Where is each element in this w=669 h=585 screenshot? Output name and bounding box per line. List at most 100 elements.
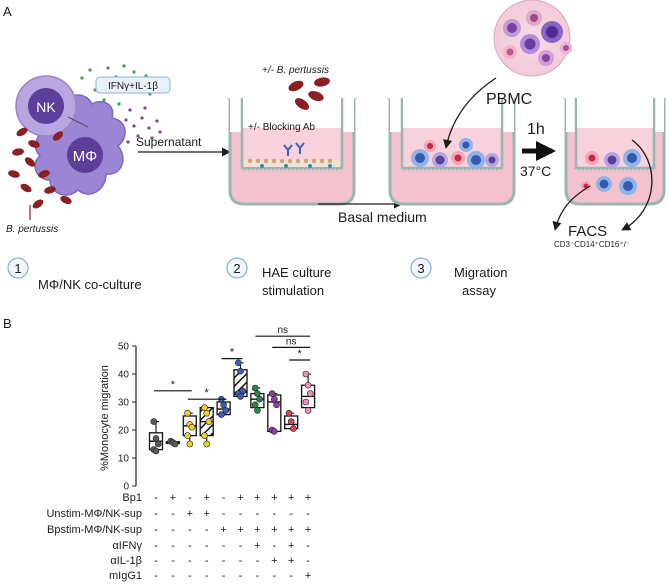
data-point xyxy=(290,425,297,432)
step-number: 3 xyxy=(417,261,424,276)
condition-value: - xyxy=(272,570,276,582)
condition-label: αIFNγ xyxy=(112,540,142,552)
step-1: 1 MΦ/NK co-culture xyxy=(7,257,142,292)
condition-value: - xyxy=(289,508,293,520)
condition-label: Bp1 xyxy=(122,492,142,504)
condition-value: + xyxy=(170,492,176,504)
condition-value: + xyxy=(187,508,193,520)
data-point xyxy=(287,418,295,425)
condition-value: - xyxy=(188,492,192,504)
data-point xyxy=(251,384,259,392)
data-point xyxy=(254,390,261,397)
pbmc-label: PBMC xyxy=(486,91,532,108)
condition-value: + xyxy=(271,492,277,504)
step-subtitle: stimulation xyxy=(262,283,324,298)
significance-label: * xyxy=(298,348,303,360)
data-point xyxy=(235,359,242,367)
condition-value: + xyxy=(288,524,294,536)
condition-value: - xyxy=(222,570,226,582)
step-title: HAE culture xyxy=(262,265,331,280)
condition-value: - xyxy=(289,570,293,582)
condition-value: - xyxy=(188,570,192,582)
condition-label: αIL-1β xyxy=(110,555,142,567)
y-tick-label: 30 xyxy=(118,398,130,409)
condition-value: + xyxy=(237,524,243,536)
mphi-label: MΦ xyxy=(73,148,97,165)
condition-value: - xyxy=(272,508,276,520)
box-group xyxy=(182,409,197,448)
condition-value: + xyxy=(203,508,209,520)
condition-label: Unstim-MΦ/NK-sup xyxy=(46,508,142,520)
condition-value: - xyxy=(306,540,310,552)
data-point xyxy=(285,409,293,417)
condition-value: + xyxy=(271,555,277,567)
y-tick-label: 40 xyxy=(118,370,130,381)
data-point xyxy=(304,381,312,389)
condition-value: - xyxy=(239,570,243,582)
step-2: 2 HAE culture stimulation xyxy=(226,257,331,298)
box-group xyxy=(199,404,214,448)
time-label: 1h xyxy=(527,121,545,138)
facs-label: FACS xyxy=(568,223,607,240)
condition-value: + xyxy=(220,524,226,536)
condition-value: + xyxy=(305,492,311,504)
facs-arrow-right xyxy=(621,139,653,231)
basal-label: Basal medium xyxy=(338,209,427,225)
supernatant-label: Supernatant xyxy=(136,135,202,149)
condition-value: - xyxy=(171,524,175,536)
data-point xyxy=(186,440,194,448)
condition-value: + xyxy=(288,555,294,567)
facs-sub-label: CD3⁻CD14⁺CD16⁺/⁻ xyxy=(554,240,630,249)
bp-add-label: +/- B. pertussis xyxy=(262,65,329,76)
significance-label: ns xyxy=(277,325,288,336)
box-group xyxy=(284,409,299,432)
data-point xyxy=(188,423,196,431)
data-point xyxy=(220,401,227,409)
significance-label: ns xyxy=(286,336,297,347)
data-point xyxy=(306,390,314,397)
pbmc-arrow xyxy=(443,77,497,149)
data-point xyxy=(237,367,244,375)
condition-value: - xyxy=(154,524,158,536)
condition-value: - xyxy=(306,555,310,567)
y-tick-label: 10 xyxy=(118,454,130,465)
condition-value: - xyxy=(222,508,226,520)
condition-value: - xyxy=(154,570,158,582)
condition-value: - xyxy=(188,555,192,567)
condition-value: - xyxy=(154,508,158,520)
data-point xyxy=(154,440,162,448)
condition-value: - xyxy=(256,555,260,567)
condition-value: - xyxy=(188,540,192,552)
condition-value: - xyxy=(256,508,260,520)
condition-value: - xyxy=(171,555,175,567)
condition-value: + xyxy=(254,524,260,536)
y-tick-label: 0 xyxy=(123,482,129,493)
condition-value: - xyxy=(171,540,175,552)
condition-value: - xyxy=(222,492,226,504)
data-point xyxy=(270,428,278,435)
condition-value: - xyxy=(239,508,243,520)
condition-value: + xyxy=(237,492,243,504)
condition-value: - xyxy=(272,540,276,552)
condition-value: - xyxy=(154,540,158,552)
step-title: Migration xyxy=(454,265,507,280)
condition-value: - xyxy=(222,555,226,567)
significance-label: * xyxy=(230,347,235,359)
nk-label: NK xyxy=(36,99,56,115)
condition-value: - xyxy=(171,570,175,582)
condition-value: - xyxy=(205,570,209,582)
condition-value: + xyxy=(254,540,260,552)
data-point xyxy=(256,395,263,403)
data-point xyxy=(268,390,276,397)
significance-label: * xyxy=(205,387,210,399)
step-title: MΦ/NK co-culture xyxy=(38,277,142,292)
transwell-stimulation xyxy=(228,77,356,206)
step-subtitle: assay xyxy=(462,283,496,298)
condition-value: - xyxy=(154,555,158,567)
condition-value: - xyxy=(239,555,243,567)
condition-value: + xyxy=(305,570,311,582)
condition-label: Bpstim-MΦ/NK-sup xyxy=(47,524,142,536)
data-point xyxy=(152,435,160,442)
